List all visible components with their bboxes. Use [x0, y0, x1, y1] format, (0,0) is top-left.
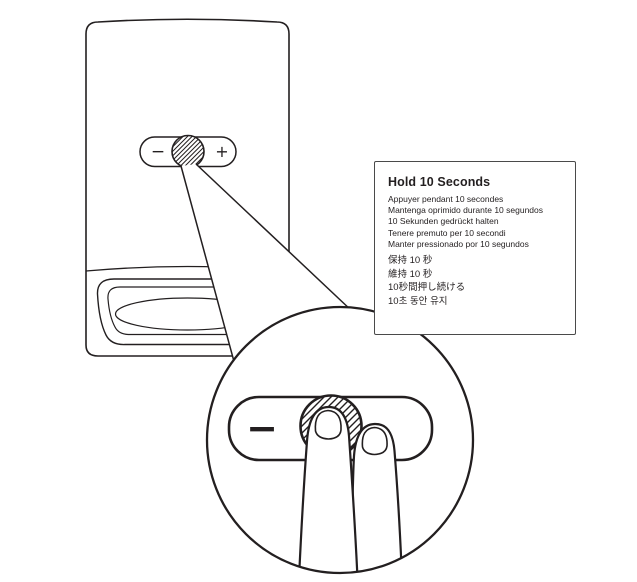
- magnified-minus-button: −: [246, 406, 278, 450]
- magnifier-outline: [205, 305, 475, 575]
- instruction-line-portuguese: Manter pressionado por 10 segundos: [388, 238, 529, 249]
- instruction-line-chinese-simplified: 保持 10 秒: [388, 255, 433, 267]
- plus-button: +: [215, 142, 228, 161]
- control-panel: − +: [139, 134, 237, 169]
- instruction-title: Hold 10 Seconds: [388, 175, 491, 189]
- center-button: [171, 134, 205, 169]
- fingernail-left: [314, 409, 342, 440]
- zoom-callout-circle: −: [205, 305, 475, 575]
- fingernail-right: [361, 426, 388, 456]
- instruction-panel: Hold 10 Seconds Appuyer pendant 10 secon…: [374, 161, 576, 335]
- magnified-view: −: [227, 394, 434, 573]
- instruction-line-french: Appuyer pendant 10 secondes: [388, 194, 504, 204]
- cone-right-edge: [195, 163, 354, 313]
- instruction-line-japanese: 10秒間押し続ける: [388, 282, 466, 294]
- instruction-line-chinese-traditional: 維持 10 秒: [388, 268, 433, 280]
- finger-left: [297, 405, 359, 573]
- instruction-cjk-block: 保持 10 秒 維持 10 秒 10秒間押し続ける 10초 동안 유지: [388, 254, 567, 308]
- minus-button: −: [151, 142, 165, 162]
- instruction-line-korean: 10초 동안 유지: [388, 295, 448, 307]
- instruction-line-german: 10 Sekunden gedrückt halten: [388, 216, 499, 227]
- instruction-line-spanish: Mantenga oprimido durante 10 segundos: [388, 205, 543, 216]
- instruction-line-italian: Tenere premuto per 10 secondi: [388, 227, 506, 238]
- instruction-latin-block: Appuyer pendant 10 secondes Mantenga opr…: [388, 194, 567, 250]
- cone-left-edge: [180, 165, 243, 392]
